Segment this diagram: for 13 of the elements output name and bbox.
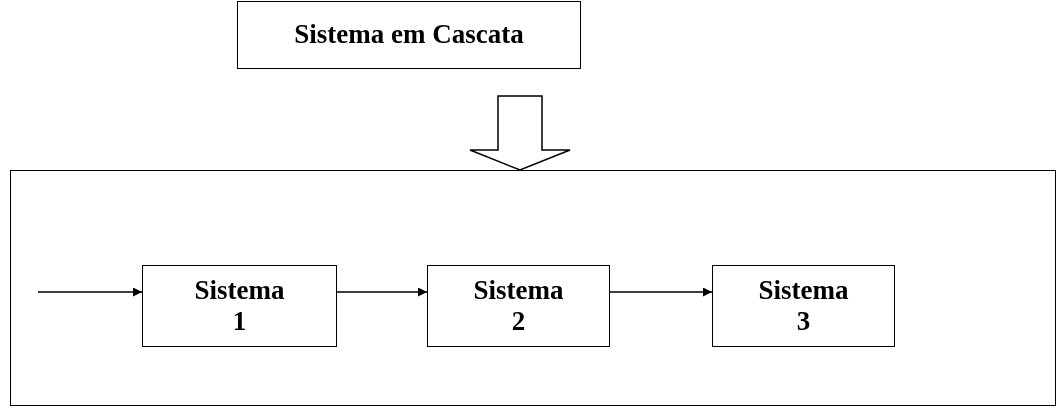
arrow [609,287,713,297]
title-box [237,1,581,69]
container-box [10,170,1056,406]
node-label: Sistema 1 [193,274,286,338]
node-label: Sistema em Cascata [294,19,524,51]
arrow [336,287,428,297]
system-box [427,265,610,347]
node-label: Sistema 2 [472,274,565,338]
system-box [142,265,337,347]
arrow [37,287,143,297]
system-box [712,265,895,347]
block-arrow [469,95,571,171]
node-label: Sistema 3 [757,274,850,338]
